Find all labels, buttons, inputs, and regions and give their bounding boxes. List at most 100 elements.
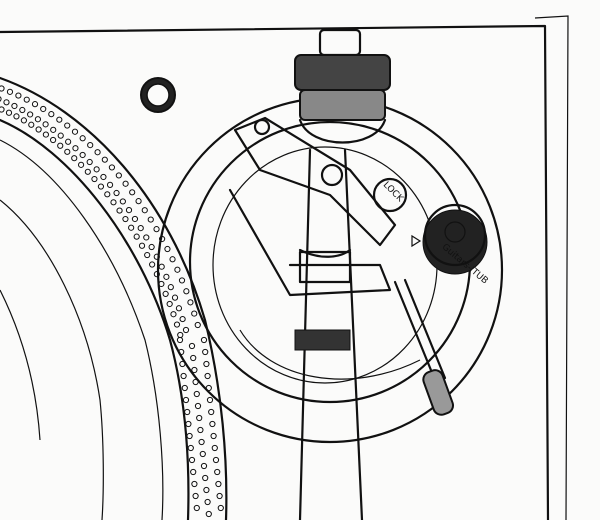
strobe-dot — [162, 290, 169, 298]
strobe-dot — [19, 106, 26, 114]
strobe-dot — [204, 498, 211, 506]
strobe-dot — [72, 145, 79, 152]
strobe-dot — [144, 251, 151, 259]
strobe-dot — [208, 408, 215, 416]
strobe-dot — [42, 131, 49, 138]
strobe-dot — [31, 101, 39, 108]
strobe-dot — [108, 164, 116, 171]
strobe-dot — [23, 96, 30, 103]
strobe-dot — [153, 271, 160, 278]
strobe-dot — [210, 432, 217, 440]
strobe-dot — [215, 480, 222, 488]
strobe-dot — [91, 175, 98, 183]
strobe-dot — [182, 326, 190, 334]
strobe-dot — [190, 354, 197, 362]
strobe-dot — [176, 336, 184, 344]
strobe-dot — [128, 224, 135, 231]
strobe-dot — [191, 480, 198, 488]
strobe-dot — [100, 173, 107, 181]
strobe-dot — [188, 342, 196, 350]
strobe-dot — [163, 273, 170, 280]
strobe-dot — [199, 450, 206, 458]
strobe-dot — [148, 243, 155, 251]
strobe-dot — [13, 113, 20, 120]
strobe-dot — [175, 305, 183, 312]
strobe-dot — [57, 132, 64, 139]
strobe-dot — [174, 266, 181, 273]
strobe-dot — [217, 504, 224, 512]
strobe-dot — [122, 215, 129, 223]
strobe-dot — [129, 189, 136, 196]
strobe-dot — [42, 121, 49, 128]
strobe-dot — [196, 414, 203, 422]
strobe-dot — [115, 172, 122, 179]
cue-lever[interactable] — [393, 278, 455, 417]
strobe-dot — [191, 310, 198, 317]
strobe-dot — [179, 315, 186, 323]
strobe-dot — [137, 225, 144, 232]
strobe-dot — [0, 85, 5, 92]
strobe-dot — [164, 245, 171, 253]
strobe-dot — [49, 136, 57, 144]
strobe-dot — [191, 366, 198, 374]
strobe-dot — [170, 311, 177, 318]
strobe-dot — [158, 263, 165, 270]
tonearm-tube — [294, 148, 364, 520]
strobe-dot — [194, 321, 201, 329]
strobe-dot — [0, 96, 2, 102]
strobe-dot — [64, 148, 71, 155]
strobe-dot — [187, 444, 194, 452]
strobe-dot — [79, 135, 86, 142]
strobe-dot — [182, 396, 190, 404]
strobe-dot — [181, 384, 188, 392]
strobe-dot — [65, 138, 72, 145]
strobe-dot — [169, 256, 176, 263]
strobe-dot — [138, 242, 146, 249]
strobe-dot — [11, 102, 18, 110]
strobe-dot — [50, 126, 57, 133]
lock-indicator: LOCK — [372, 177, 408, 213]
strobe-dot — [64, 122, 71, 129]
strobe-dot — [40, 105, 47, 113]
strobe-dot — [35, 126, 42, 133]
strobe-dot — [34, 116, 42, 123]
strobe-dot — [184, 408, 191, 416]
strobe-dots — [0, 85, 224, 518]
strobe-dot — [71, 155, 78, 162]
strobe-dot — [188, 456, 196, 464]
strobe-dot — [3, 99, 10, 106]
strobe-dot — [202, 348, 209, 356]
anti-skate-dial[interactable]: Guitars-ITUB — [411, 203, 490, 286]
strobe-dot — [28, 121, 35, 128]
strobe-dot — [0, 106, 5, 113]
strobe-dot — [48, 111, 55, 118]
strobe-dot — [15, 92, 22, 99]
strobe-dot — [86, 158, 93, 166]
start-knob — [140, 77, 176, 113]
strobe-dot — [211, 444, 218, 452]
strobe-dot — [212, 456, 220, 464]
strobe-dot — [171, 294, 179, 301]
strobe-dot — [203, 360, 210, 368]
strobe-dot — [143, 234, 150, 241]
strobe-dot — [110, 199, 117, 206]
platter — [0, 76, 228, 520]
strobe-dot — [5, 109, 13, 116]
counterweight — [294, 28, 391, 144]
strobe-dot — [87, 141, 94, 149]
strobe-dot — [194, 402, 202, 410]
strobe-dot — [122, 180, 129, 187]
strobe-dot — [187, 299, 194, 306]
strobe-dot — [197, 426, 204, 434]
strobe-dot — [20, 117, 27, 124]
arm-rest — [228, 116, 397, 297]
strobe-dot — [135, 198, 142, 205]
strobe-dot — [186, 432, 193, 440]
strobe-dot — [183, 288, 190, 295]
strobe-dot — [116, 207, 123, 214]
strobe-dot — [119, 198, 126, 205]
strobe-dot — [206, 396, 214, 404]
strobe-dot — [166, 300, 173, 308]
